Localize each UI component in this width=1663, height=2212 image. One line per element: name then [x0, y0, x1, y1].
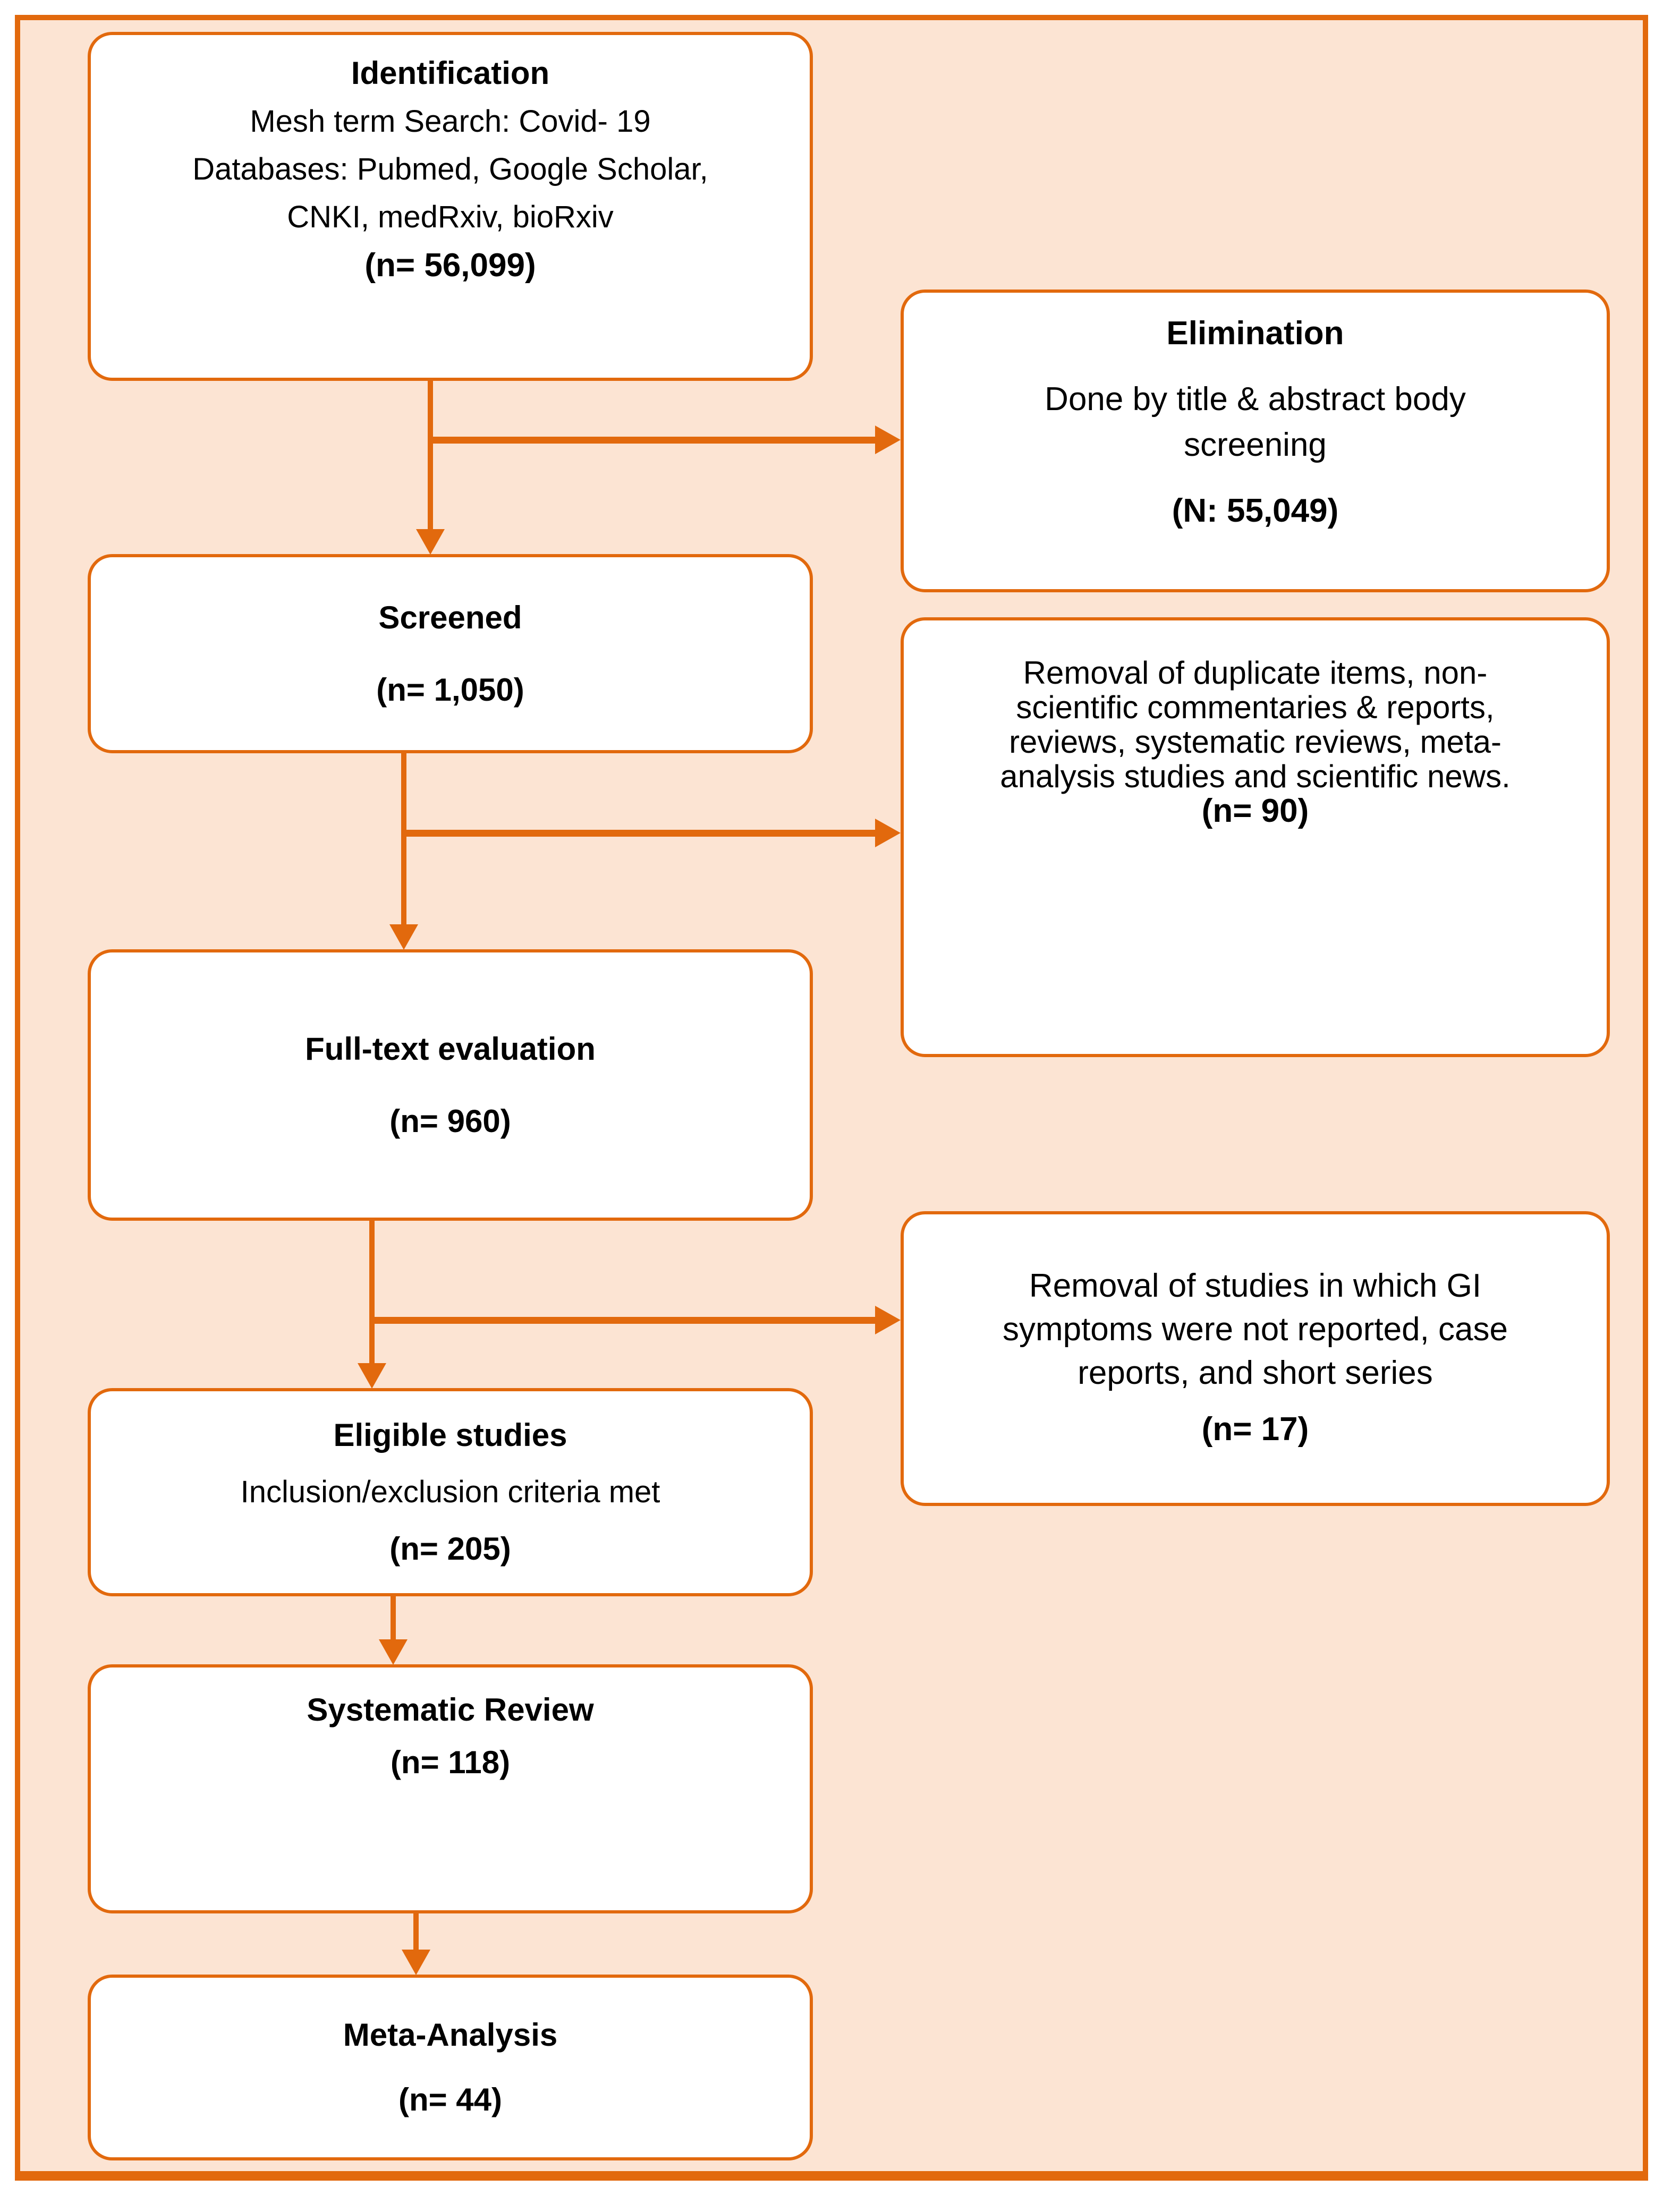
box-systematic-review: Systematic Review (n= 118) — [88, 1664, 813, 1913]
box-text-line: reports, and short series — [1077, 1354, 1433, 1391]
box-text-line: Removal of studies in which GI — [1029, 1267, 1482, 1304]
box-title: Meta-Analysis — [343, 2017, 558, 2053]
box-title: Full-text evaluation — [305, 1031, 596, 1067]
box-text-line: CNKI, medRxiv, bioRxiv — [287, 200, 614, 234]
box-screened: Screened (n= 1,050) — [88, 554, 813, 753]
box-text-line: Inclusion/exclusion criteria met — [240, 1475, 660, 1509]
box-removal-duplicates: Removal of duplicate items, non- scienti… — [901, 617, 1610, 1057]
box-title: Screened — [378, 599, 522, 635]
box-text-line: Removal of duplicate items, non- — [1023, 655, 1488, 691]
box-text-line: Mesh term Search: Covid- 19 — [250, 104, 651, 139]
box-meta-analysis: Meta-Analysis (n= 44) — [88, 1975, 813, 2160]
box-count: (N: 55,049) — [1172, 492, 1339, 529]
arrow-line-full-text-to-eligible — [369, 1221, 375, 1363]
branch-line-to-removal-duplicates — [401, 830, 875, 837]
box-text-line: Databases: Pubmed, Google Scholar, — [192, 152, 708, 186]
arrowhead-down-to-full-text — [389, 924, 418, 950]
box-removal-gi-not-reported: Removal of studies in which GI symptoms … — [901, 1211, 1610, 1506]
arrow-line-screened-to-full-text — [401, 753, 406, 924]
box-full-text-evaluation: Full-text evaluation (n= 960) — [88, 949, 813, 1221]
branch-line-to-elimination — [428, 437, 875, 444]
box-count: (n= 118) — [390, 1745, 511, 1780]
arrowhead-right-to-removal-duplicates — [875, 819, 901, 847]
box-count: (n= 17) — [1201, 1410, 1309, 1448]
box-count: (n= 1,050) — [376, 671, 524, 708]
box-text-line: reviews, systematic reviews, meta- — [1009, 724, 1501, 760]
box-text-line: Done by title & abstract body — [1045, 381, 1466, 418]
arrowhead-down-to-systematic — [379, 1639, 408, 1665]
box-text-line: analysis studies and scientific news. — [1000, 759, 1511, 794]
box-count: (n= 44) — [398, 2082, 503, 2117]
box-title: Identification — [351, 55, 550, 91]
box-text-line: screening — [1184, 427, 1327, 463]
box-title: Elimination — [1166, 315, 1344, 352]
branch-line-to-removal-gi — [369, 1317, 875, 1324]
box-title: Systematic Review — [307, 1692, 594, 1728]
arrowhead-right-to-removal-gi — [875, 1306, 901, 1334]
arrow-line-eligible-to-systematic — [391, 1596, 396, 1640]
box-identification: Identification Mesh term Search: Covid- … — [88, 32, 813, 381]
box-elimination: Elimination Done by title & abstract bod… — [901, 290, 1610, 592]
box-text-line: scientific commentaries & reports, — [1016, 690, 1495, 725]
box-count: (n= 56,099) — [364, 247, 536, 284]
arrowhead-right-to-elimination — [875, 426, 901, 454]
box-count: (n= 960) — [389, 1103, 511, 1139]
arrowhead-down-to-screened — [416, 529, 445, 555]
arrowhead-down-to-meta — [402, 1950, 430, 1975]
box-text-line: symptoms were not reported, case — [1002, 1311, 1508, 1348]
box-count: (n= 205) — [389, 1531, 511, 1567]
arrow-line-systematic-to-meta — [413, 1913, 419, 1951]
box-eligible-studies: Eligible studies Inclusion/exclusion cri… — [88, 1388, 813, 1596]
arrowhead-down-to-eligible — [358, 1363, 386, 1389]
box-title: Eligible studies — [333, 1417, 567, 1453]
arrow-line-identification-to-screened — [428, 381, 433, 530]
box-count: (n= 90) — [1201, 793, 1309, 829]
